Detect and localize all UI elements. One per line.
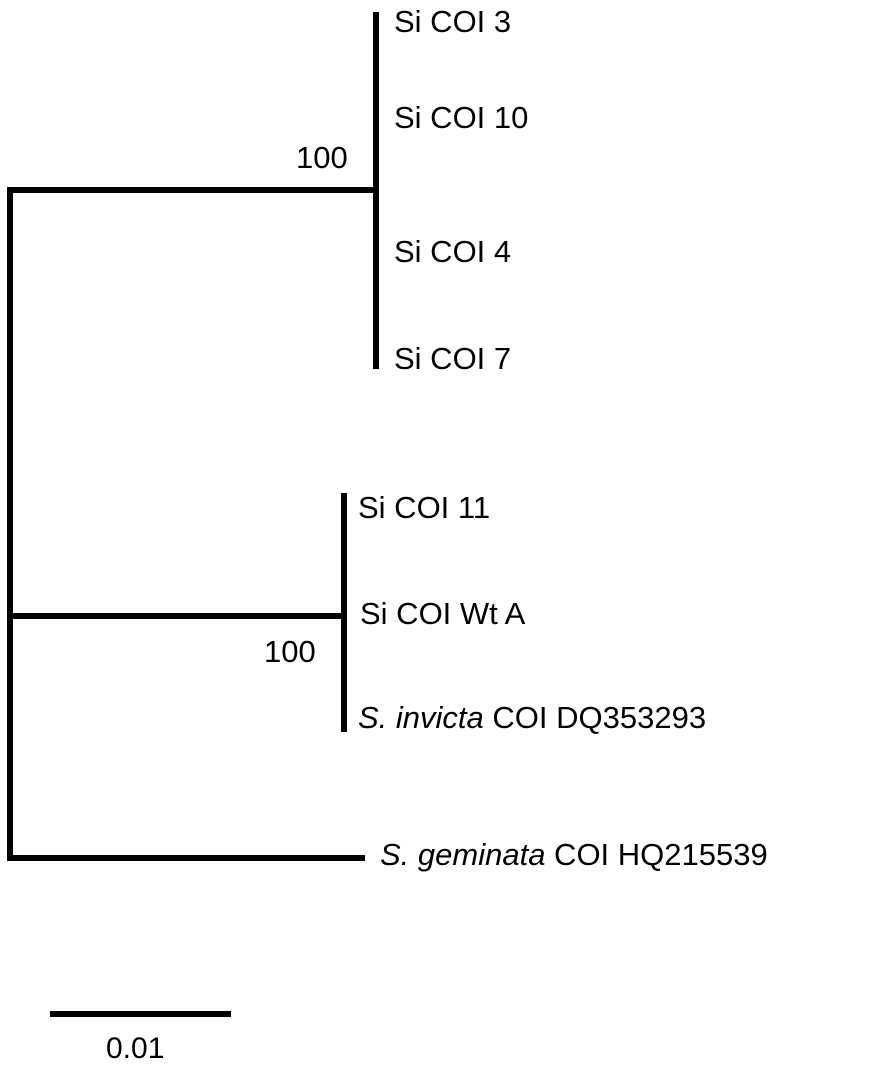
clade-a-node-branch (373, 12, 379, 369)
root-vertical-branch (7, 187, 13, 860)
tip-label: Si COI 3 (394, 4, 512, 39)
outgroup-branch (7, 855, 365, 861)
tip-label: Si COI 4 (394, 234, 512, 269)
outgroup-label: S. geminata COI HQ215539 (380, 837, 768, 873)
tip-label: Si COI 7 (394, 341, 512, 376)
scale-bar-label: 0.01 (106, 1032, 165, 1065)
clade-a-stem-branch (7, 187, 379, 193)
clade-b-stem-branch (7, 613, 347, 619)
clade-a-support-value: 100 (296, 140, 348, 175)
clade-b-support-value: 100 (264, 634, 316, 669)
species-name: S. geminata (380, 837, 546, 872)
species-name: S. invicta (358, 700, 484, 735)
tip-label: S. invicta COI DQ353293 (358, 700, 706, 736)
tip-label: Si COI 10 (394, 100, 529, 135)
clade-b-node-branch (341, 493, 347, 732)
tip-label: Si COI 11 (358, 490, 491, 525)
accession-label: COI DQ353293 (483, 700, 707, 735)
accession-label: COI HQ215539 (545, 837, 768, 872)
tip-label: Si COI Wt A (360, 596, 526, 631)
scale-bar (50, 1011, 231, 1017)
